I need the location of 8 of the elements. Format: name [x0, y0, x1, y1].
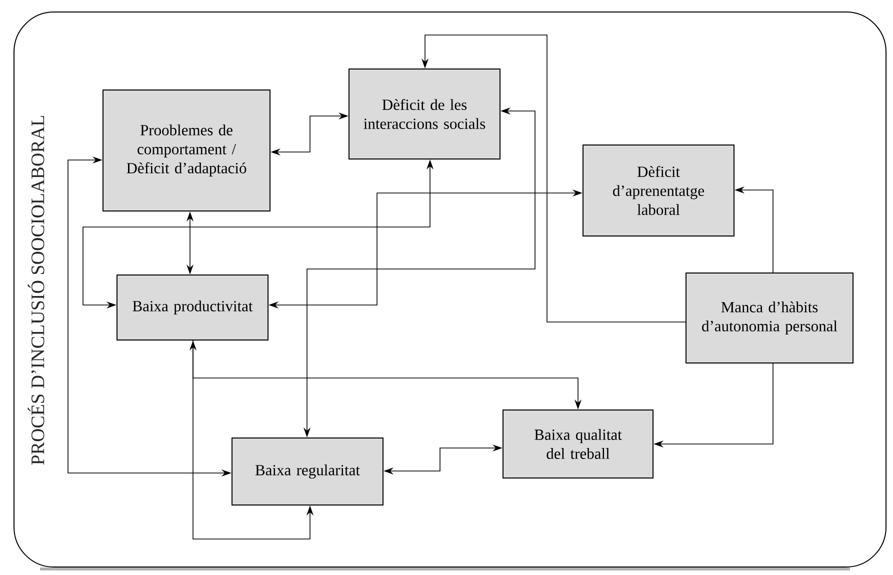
- process-box: Baixa productivitat: [116, 274, 268, 340]
- process-box: Dèficit de les interaccions socials: [348, 68, 500, 160]
- title: PROCÉS D’INCLUSIÓ SOOCIOLABORAL: [28, 116, 44, 465]
- process-box: Baixa qualitat del treball: [502, 410, 654, 478]
- process-box: Baixa regularitat: [232, 438, 384, 506]
- process-box: Dèficit d’aprenentatge laboral: [582, 144, 734, 236]
- process-box: Manca d’hàbits d’autonomia personal: [686, 272, 854, 364]
- process-box: Prooblemes de comportament / Dèficit d’adaptació: [102, 90, 270, 212]
